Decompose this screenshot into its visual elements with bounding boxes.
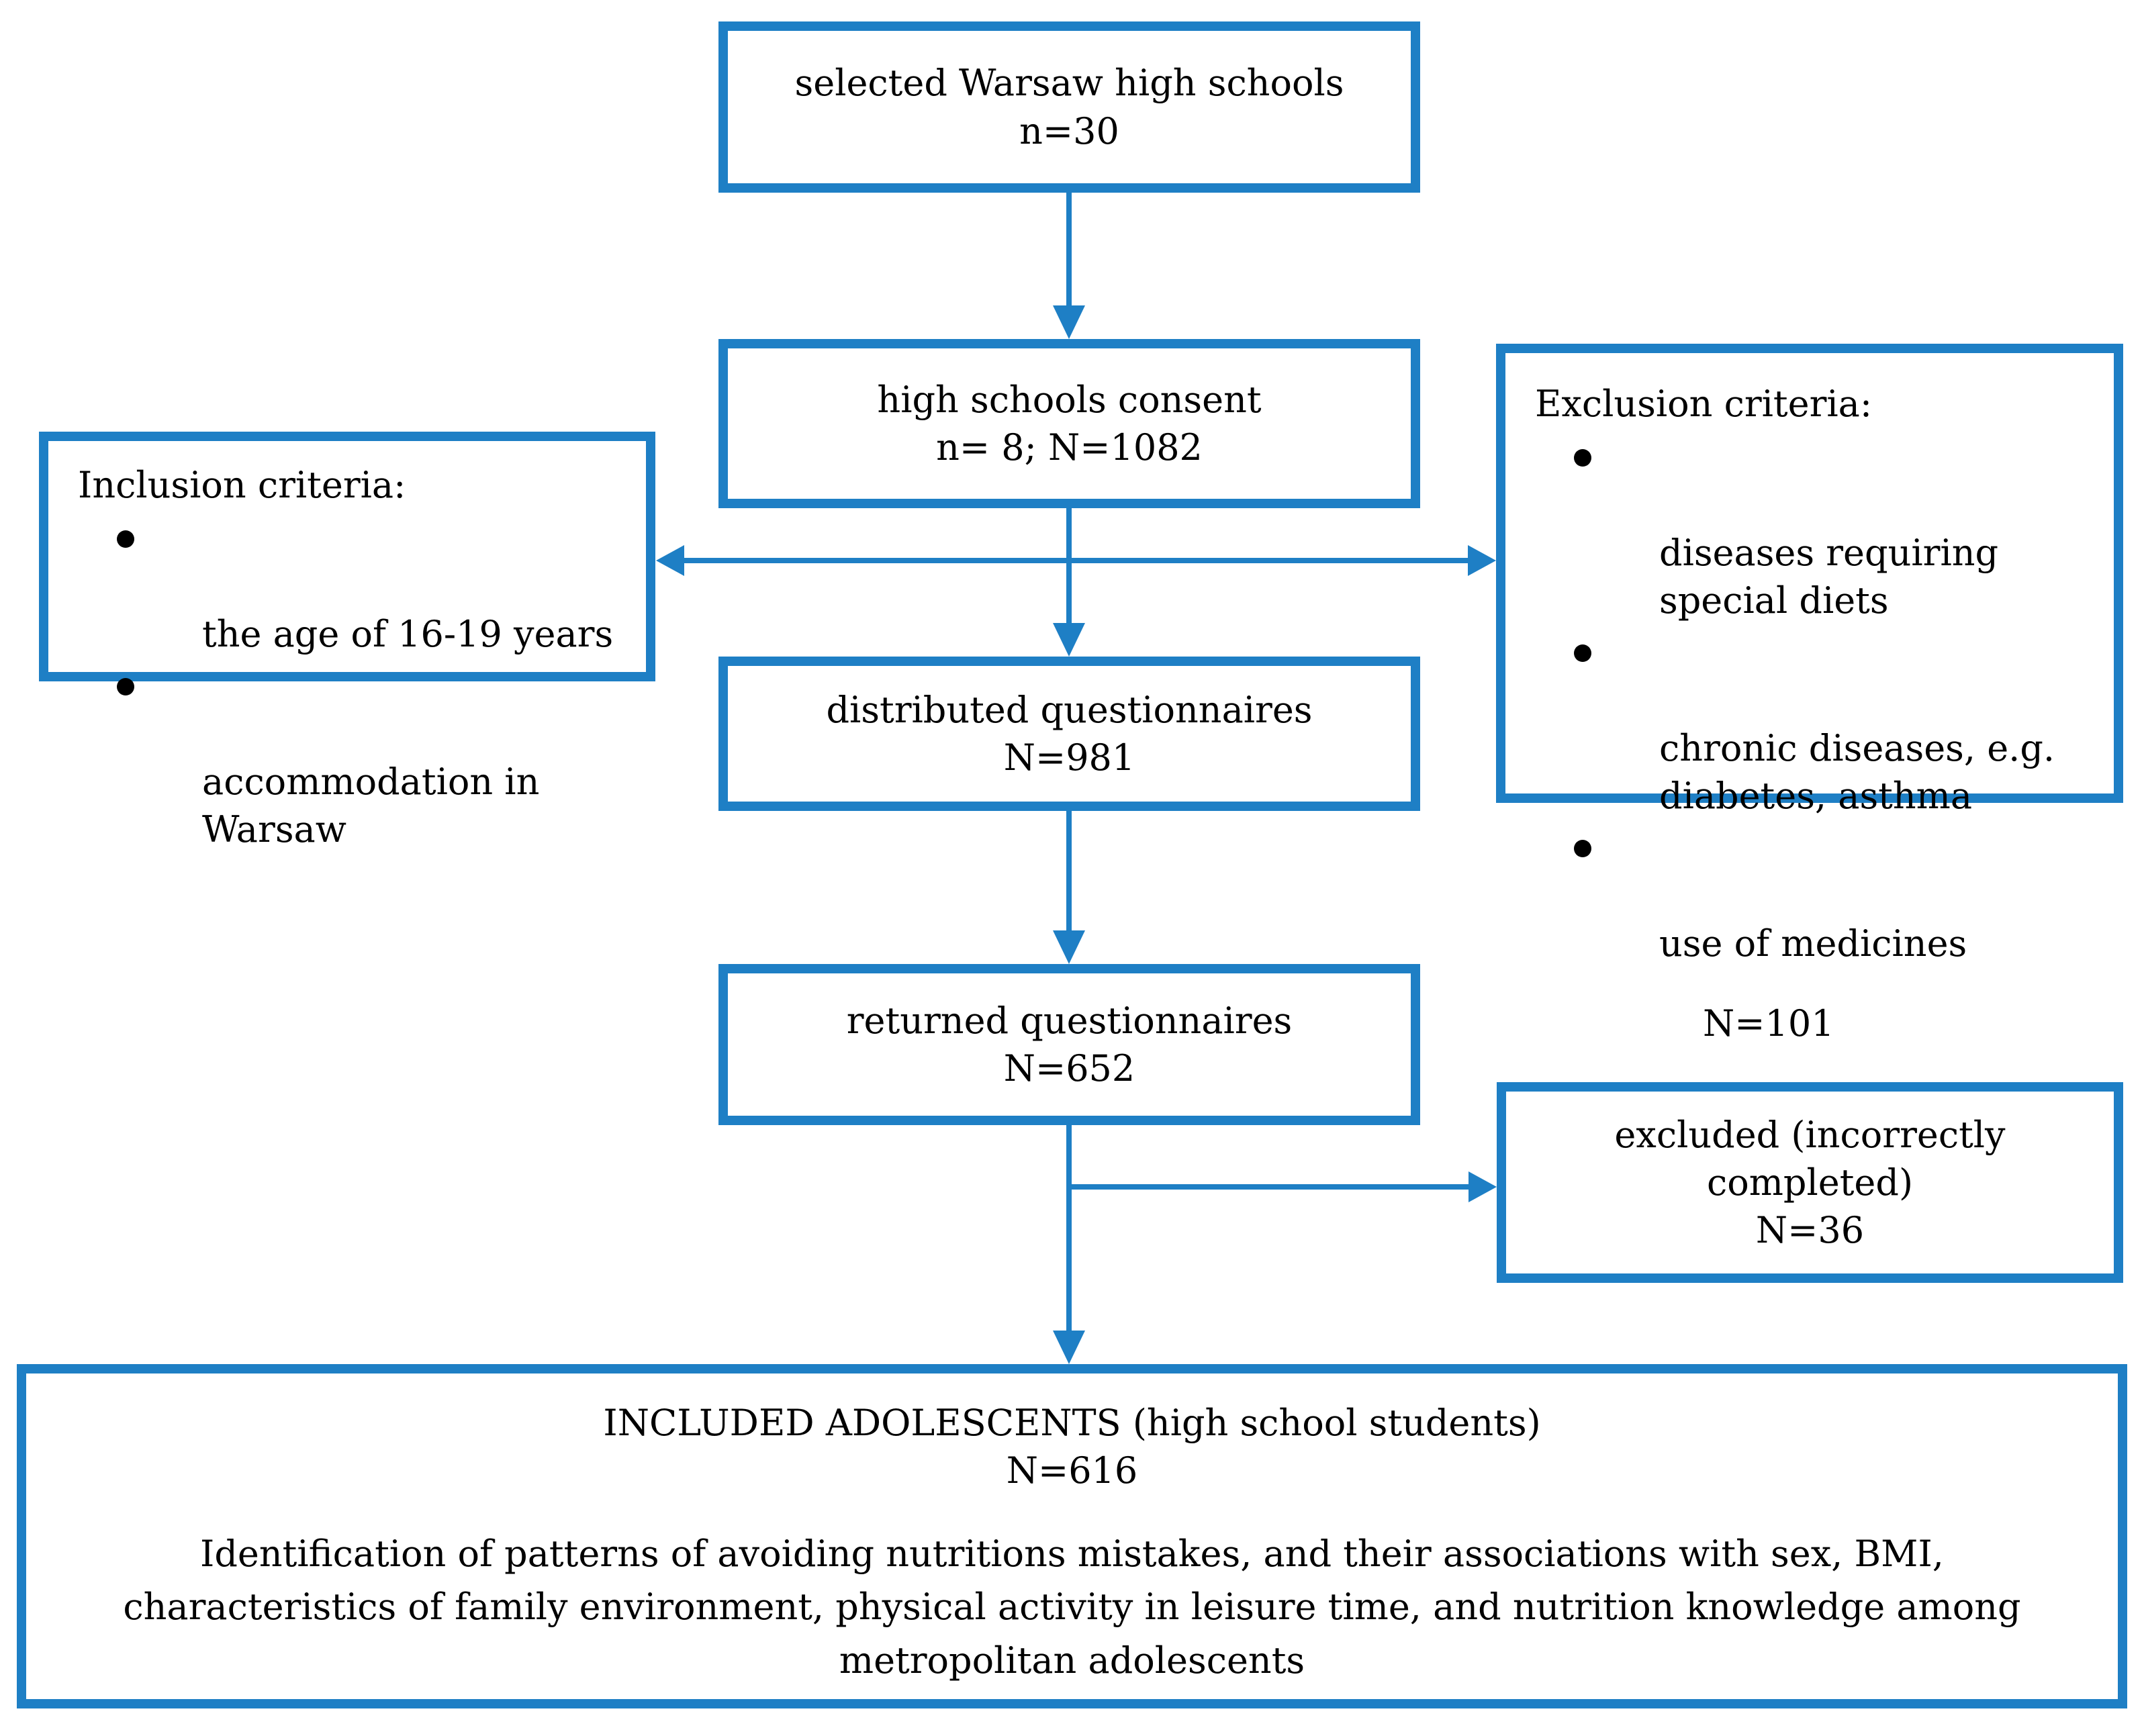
selected-schools-count: n=30 [1019,109,1119,152]
excluded-label: excluded (incorrectly completed) [1614,1113,2006,1204]
returned-questionnaires-box: returned questionnaires N=652 [718,964,1420,1125]
bullet-icon [117,678,134,696]
inclusion-criteria-item-text: the age of 16-19 years [202,612,614,655]
arrow-to-excluded-line [1069,1184,1469,1190]
excluded-box: excluded (incorrectly completed) N=36 [1497,1082,2123,1283]
inclusion-criteria-item: accommodation in Warsaw [78,662,619,853]
returned-questionnaires-count: N=652 [1003,1047,1135,1090]
bullet-icon [1574,644,1591,663]
exclusion-criteria-box: Exclusion criteria: diseases requiring s… [1496,344,2123,1045]
inclusion-criteria-list: the age of 16-19 years accommodation in … [78,514,619,853]
distributed-questionnaires-box: distributed questionnaires N=981 [718,657,1420,811]
inclusion-criteria-item: the age of 16-19 years [78,514,619,658]
bullet-icon [1574,840,1591,858]
included-adolescents-box: INCLUDED ADOLESCENTS (high school studen… [17,1364,2127,1708]
schools-consent-label: high schools consent [877,378,1262,421]
bullet-icon [117,530,134,548]
arrow-criteria-right-head-icon [1468,545,1496,576]
included-title: INCLUDED ADOLESCENTS (high school studen… [603,1402,1541,1444]
arrow-returned-to-included-line [1066,1125,1072,1331]
selected-schools-label: selected Warsaw high schools [794,62,1344,105]
distributed-questionnaires-label: distributed questionnaires [826,688,1313,731]
inclusion-criteria-box: Inclusion criteria: the age of 16-19 yea… [39,432,655,851]
exclusion-criteria-list: diseases requiring special diets chronic… [1535,433,2087,967]
arrow-criteria-left-head-icon [656,545,684,576]
arrow-selected-to-consent-line [1066,193,1072,307]
arrow-consent-to-distributed-head-icon [1053,623,1085,657]
included-description: Identification of patterns of avoiding n… [123,1532,2021,1682]
exclusion-criteria-item-text: chronic diseases, e.g. diabetes, asthma [1659,726,2055,818]
exclusion-criteria-item: diseases requiring special diets [1535,433,2087,624]
exclusion-criteria-title: Exclusion criteria: [1535,383,1873,425]
arrow-selected-to-consent-head-icon [1053,305,1085,339]
arrow-to-excluded-head-icon [1469,1171,1497,1202]
exclusion-criteria-item: chronic diseases, e.g. diabetes, asthma [1535,628,2087,820]
distributed-questionnaires-count: N=981 [1003,736,1135,779]
arrow-distributed-to-returned-head-icon [1053,930,1085,964]
exclusion-criteria-item-text: use of medicines [1659,922,1967,965]
inclusion-criteria-item-text: accommodation in Warsaw [202,760,540,851]
included-count: N=616 [1006,1449,1138,1492]
exclusion-criteria-count: N=101 [1703,1002,1834,1045]
selected-schools-box: selected Warsaw high schools n=30 [718,21,1420,193]
arrow-criteria-line [680,558,1472,563]
returned-questionnaires-label: returned questionnaires [846,999,1293,1042]
exclusion-criteria-item-text: diseases requiring special diets [1659,531,1999,622]
bullet-icon [1574,449,1591,467]
arrow-distributed-to-returned-line [1066,811,1072,930]
arrow-consent-to-distributed-line [1066,508,1072,623]
excluded-count: N=36 [1755,1209,1865,1252]
exclusion-criteria-item: use of medicines [1535,824,2087,967]
schools-consent-box: high schools consent n= 8; N=1082 [718,339,1420,508]
schools-consent-count: n= 8; N=1082 [936,426,1203,469]
arrow-returned-to-included-head-icon [1053,1331,1085,1364]
inclusion-criteria-title: Inclusion criteria: [78,464,406,506]
